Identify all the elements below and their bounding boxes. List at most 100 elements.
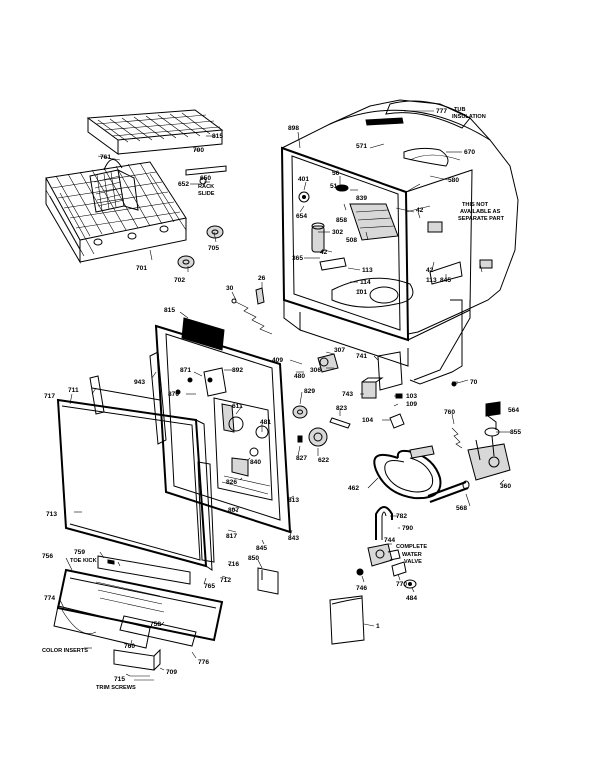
callout-744: 744 <box>384 537 395 544</box>
callout-746: 746 <box>356 585 367 592</box>
note-line-3: SEPARATE PART <box>458 216 505 222</box>
callout-782: 782 <box>396 513 407 520</box>
callout-580: 580 <box>448 177 459 184</box>
callout-1: 1 <box>376 623 380 630</box>
link-26 <box>255 287 265 305</box>
callout-760: 760 <box>444 409 455 416</box>
door-trim-strip <box>89 375 161 415</box>
callout-462: 462 <box>348 485 359 492</box>
part-770 <box>391 561 407 577</box>
callout-labels: 777 TUB INSULATION 815 898 571 670 580 7… <box>42 107 521 691</box>
callout-817: 817 <box>226 533 237 540</box>
callout-307: 307 <box>334 347 345 354</box>
callout-711: 711 <box>68 387 79 394</box>
drain-hose-568 <box>427 480 470 503</box>
part-823 <box>329 417 351 429</box>
outer-door-panel <box>56 398 213 571</box>
callout-30: 30 <box>226 285 234 292</box>
washer-829 <box>292 405 308 419</box>
bracket-850 <box>257 567 279 595</box>
callout-51: 51 <box>330 183 338 190</box>
bracket-741 <box>377 351 403 391</box>
callout-712: 712 <box>220 577 231 584</box>
callout-713: 713 <box>46 511 57 518</box>
callout-777: 777 <box>436 108 447 115</box>
callout-113-a: 113 <box>362 267 373 274</box>
callout-113-b: 113 <box>426 277 437 284</box>
spring-760 <box>451 427 463 449</box>
callout-776: 776 <box>198 659 209 666</box>
screw-70 <box>451 379 469 387</box>
callout-827: 827 <box>296 455 307 462</box>
callout-840: 840 <box>250 459 261 466</box>
callout-826: 826 <box>226 479 237 486</box>
pump-assembly-307 <box>317 353 339 373</box>
bracket-758 <box>119 615 197 647</box>
water-valve-744 <box>367 543 401 567</box>
manual-1 <box>329 595 365 645</box>
roller-702 <box>177 255 195 269</box>
sprayarm-365 <box>319 257 347 271</box>
color-inserts <box>53 605 151 649</box>
pump-302 <box>311 222 325 253</box>
callout-898: 898 <box>288 125 299 132</box>
callout-480: 480 <box>294 373 305 380</box>
tub-insulation <box>365 117 404 126</box>
callout-650: 650 <box>200 175 211 182</box>
callout-42-c: 42 <box>426 267 434 274</box>
callout-765: 765 <box>204 583 215 590</box>
callout-104: 104 <box>362 417 373 424</box>
callout-943: 943 <box>134 379 145 386</box>
callout-701: 701 <box>136 265 147 272</box>
callout-114: 114 <box>360 279 371 286</box>
callout-850: 850 <box>248 555 259 562</box>
callout-622: 622 <box>318 457 329 464</box>
callout-56: 56 <box>332 170 340 177</box>
callout-complete-3: VALVE <box>404 559 422 565</box>
part-401 <box>298 191 310 203</box>
callout-717: 717 <box>44 393 55 400</box>
leader-lines <box>59 110 510 677</box>
callout-741: 741 <box>356 353 367 360</box>
callout-858: 858 <box>336 217 347 224</box>
callout-823: 823 <box>336 405 347 412</box>
pump-motor-360 <box>467 435 511 481</box>
callout-611: 611 <box>232 403 243 410</box>
heater-element <box>331 277 414 308</box>
callout-855: 855 <box>510 429 521 436</box>
note-line-1: THIS NOT <box>462 202 489 208</box>
callout-101: 101 <box>356 289 367 296</box>
gear-622 <box>308 427 328 447</box>
inner-door <box>149 317 292 563</box>
toe-kick-panel-756 <box>56 568 224 642</box>
part-484 <box>403 579 417 589</box>
callout-807: 807 <box>228 507 239 514</box>
callout-715: 715 <box>114 676 125 683</box>
callout-670: 670 <box>464 149 475 156</box>
callout-484: 484 <box>406 595 417 602</box>
fill-hose-462 <box>373 445 442 500</box>
callout-845-b: 845 <box>256 545 267 552</box>
callout-702: 702 <box>174 277 185 284</box>
callout-845-a: 845 <box>440 277 451 284</box>
callout-564: 564 <box>508 407 519 414</box>
part-104 <box>389 413 405 429</box>
detergent-module-508 <box>349 203 399 241</box>
callout-743: 743 <box>342 391 353 398</box>
nozzle-51 <box>335 184 349 192</box>
callout-700: 700 <box>193 147 204 154</box>
trim-screws <box>130 675 154 681</box>
callout-571: 571 <box>356 143 367 150</box>
callout-302: 302 <box>332 229 343 236</box>
bracket-760 <box>113 648 161 671</box>
callout-774: 774 <box>44 595 55 602</box>
tub-assembly <box>280 99 519 385</box>
callout-trim-screws: TRIM SCREWS <box>96 685 136 691</box>
callout-508: 508 <box>346 237 357 244</box>
callout-401: 401 <box>298 176 309 183</box>
callout-complete-1: COMPLETE <box>396 544 427 550</box>
rack-wheel-icon <box>93 225 169 246</box>
callout-815-b: 815 <box>164 307 175 314</box>
